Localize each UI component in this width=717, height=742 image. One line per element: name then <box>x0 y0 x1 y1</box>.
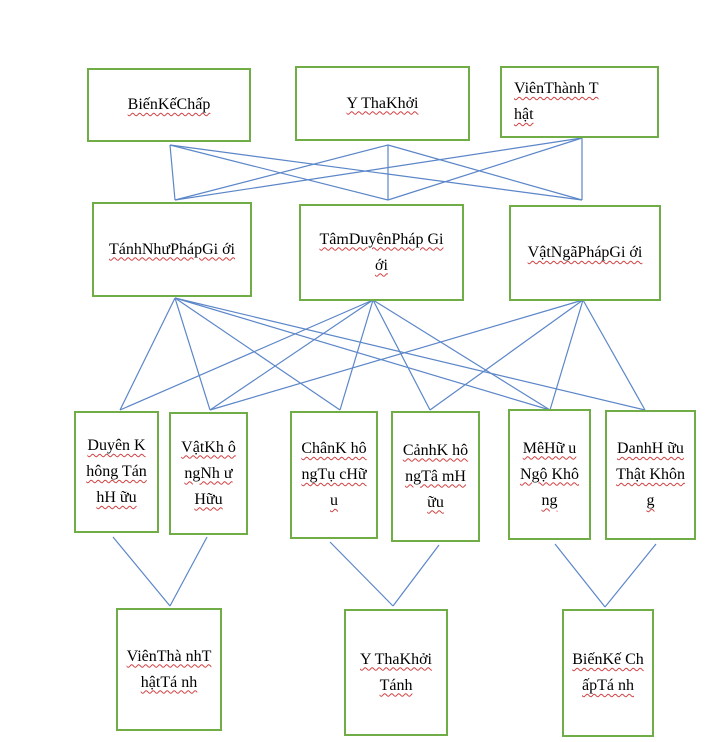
node-label: ViênThành Thật <box>514 80 599 123</box>
node-label: VậtNgãPhápGi ới <box>527 244 643 261</box>
connector-line <box>169 144 583 201</box>
node-bien-ke-chap: BiếnKếChấp <box>87 68 251 142</box>
connector-line <box>174 297 211 411</box>
node-me-huu-ngo-khong: MêHữ uNgộ Không <box>508 409 591 540</box>
connector-line <box>169 144 176 201</box>
connector-line <box>174 297 646 411</box>
node-label: TâmDuyênPháp Giới <box>319 230 444 274</box>
connector-line <box>174 137 583 201</box>
node-vien-thanh-that: ViênThành Thật <box>500 66 659 138</box>
node-label: CảnhK hôngTâ mHữu <box>402 441 469 511</box>
connector-line <box>209 299 584 411</box>
node-canh-khong-tam-huu: CảnhK hôngTâ mHữu <box>391 411 480 542</box>
connector-line <box>119 299 374 411</box>
node-label: MêHữ uNgộ Không <box>519 439 580 509</box>
node-chan-khong-tuc-huu: ChânK hôngTụ cHữu <box>290 411 378 539</box>
node-label: TánhNhưPhápGi ới <box>108 240 235 258</box>
node-bien-ke-chap-tanh: BiếnKế ChấpTá nh <box>562 609 654 737</box>
connector-line <box>174 144 389 201</box>
node-tam-duyen-phap-gioi: TâmDuyênPháp Giới <box>299 204 464 301</box>
node-label: BiếnKếChấp <box>127 96 211 113</box>
node-tanh-nhu-phap-gioi: TánhNhưPhápGi ới <box>92 202 252 297</box>
node-label: Duyên Không TánhH ữu <box>86 437 147 506</box>
node-label: ChânK hôngTụ cHữu <box>301 440 367 509</box>
connector-line <box>169 536 208 607</box>
connector-line <box>329 541 394 607</box>
connector-line <box>372 299 551 411</box>
node-label: Y ThaKhởi <box>346 94 419 112</box>
connector-line <box>582 299 646 411</box>
connector-line <box>549 299 584 411</box>
node-label: BiếnKế ChấpTá nh <box>572 651 644 694</box>
connector-line <box>372 299 431 411</box>
connector-lines <box>112 137 657 608</box>
connector-line <box>339 299 374 411</box>
connector-line <box>387 144 583 201</box>
connector-line <box>119 297 176 411</box>
node-vat-khong-nhu-huu: VậtKh ôngNh ưHữu <box>169 412 248 535</box>
connector-line <box>387 137 583 201</box>
node-y-tha-khoi: Y ThaKhởi <box>295 66 470 141</box>
node-label: ViênThà nhThậtTá nh <box>126 647 212 691</box>
connector-line <box>554 543 606 608</box>
connector-line <box>169 144 389 201</box>
connector-line <box>392 544 440 607</box>
node-duyen-khong-tanh-huu: Duyên Không TánhH ữu <box>74 411 159 533</box>
connector-line <box>174 297 341 411</box>
node-label: Y ThaKhởi Tánh <box>359 650 432 694</box>
connector-line <box>429 299 584 411</box>
node-y-tha-khoi-tanh: Y ThaKhởi Tánh <box>344 609 448 736</box>
connector-line <box>112 536 171 607</box>
connector-line <box>209 299 374 411</box>
node-danh-huu-that-khong: DanhH ữuThật Không <box>605 410 696 540</box>
connector-line <box>604 543 657 608</box>
connector-line <box>174 297 551 411</box>
node-label: DanhH ữuThật Không <box>616 440 685 509</box>
node-vien-thanh-that-tanh: ViênThà nhThậtTá nh <box>116 608 222 731</box>
node-vat-nga-phap-gioi: VậtNgãPhápGi ới <box>509 205 661 301</box>
node-label: VậtKh ôngNh ưHữu <box>181 438 236 508</box>
